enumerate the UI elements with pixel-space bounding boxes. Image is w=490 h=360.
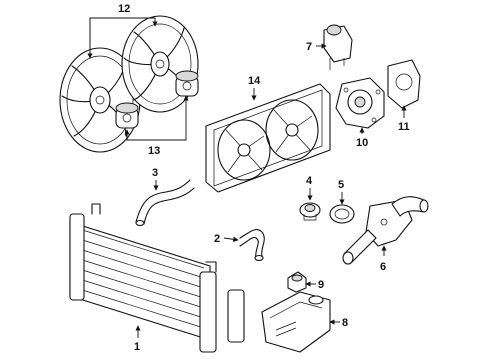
callout-12: 12 [118, 3, 130, 15]
callout-6: 6 [380, 261, 386, 273]
upper-radiator-hose [135, 179, 195, 227]
water-pump [335, 77, 385, 129]
callout-7: 7 [306, 41, 312, 53]
callout-5: 5 [338, 179, 344, 191]
thermostat-gasket [329, 204, 355, 224]
callout-2: 2 [214, 233, 220, 245]
callout-8: 8 [342, 317, 348, 329]
leader-lines [87, 17, 407, 338]
thermostat-housing [342, 196, 429, 265]
fan-motor-right [175, 70, 199, 97]
fan-motor-left [115, 102, 139, 129]
lower-radiator-hose [239, 229, 265, 262]
callout-9: 9 [318, 279, 324, 291]
callout-4: 4 [306, 175, 313, 187]
fan-shroud [205, 83, 331, 193]
callout-14: 14 [248, 75, 261, 87]
callout-1: 1 [134, 341, 140, 353]
callout-3: 3 [152, 167, 158, 179]
callout-10: 10 [356, 137, 368, 149]
thermostat [299, 202, 321, 221]
callout-13: 13 [148, 145, 160, 157]
coolant-reservoir-cap [287, 271, 307, 293]
radiator [69, 203, 245, 353]
water-outlet [323, 24, 353, 70]
cooling-fan-right [121, 15, 199, 113]
callout-11: 11 [398, 121, 410, 133]
water-pump-gasket [387, 59, 421, 109]
callout-labels: 12 13 14 7 10 11 3 4 5 2 6 9 8 1 [118, 3, 410, 353]
coolant-reservoir [261, 291, 331, 353]
